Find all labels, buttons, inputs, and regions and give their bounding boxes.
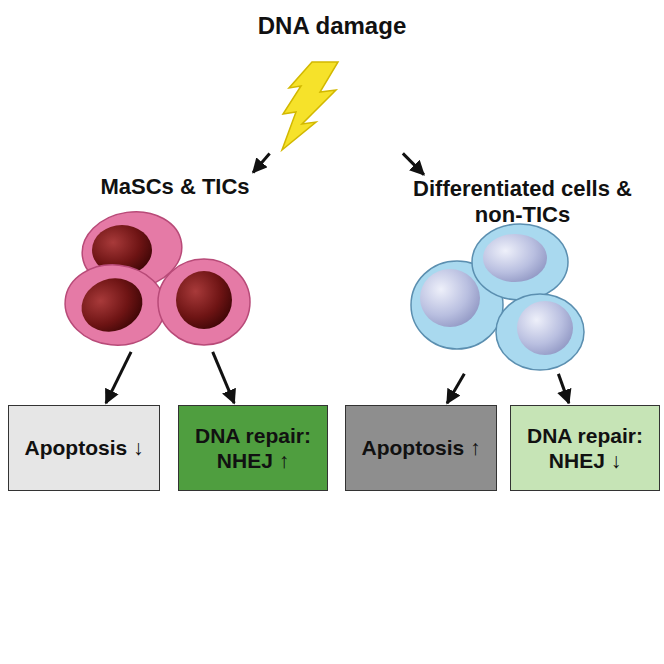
arrow-connector: [253, 154, 270, 173]
outcome-box: Apoptosis ↑: [345, 405, 497, 491]
box-label: DNA repair: NHEJ ↑: [189, 423, 317, 473]
box-label: DNA repair: NHEJ ↓: [521, 423, 649, 473]
cell-group: Differentiated cells & non-TICs: [395, 176, 650, 372]
arrow-connector: [213, 352, 235, 403]
arrow-connector: [447, 374, 464, 404]
heading-label: MaSCs & TICs: [60, 174, 290, 200]
outcome-box: Apoptosis ↓: [8, 405, 160, 491]
outcome-box: DNA repair: NHEJ ↑: [178, 405, 328, 491]
box-label: Apoptosis ↓: [25, 435, 144, 460]
cell-group: MaSCs & TICs: [60, 174, 290, 350]
lightning-bolt: [282, 62, 338, 150]
box-label: Apoptosis ↑: [362, 435, 481, 460]
outcome-box: DNA repair: NHEJ ↓: [510, 405, 660, 491]
heading-label: Differentiated cells & non-TICs: [403, 176, 643, 229]
title-node: DNA damage: [242, 12, 422, 152]
differentiated-cell-group: [411, 224, 584, 370]
arrow-connector: [403, 153, 424, 174]
heading-label: DNA damage: [242, 12, 422, 41]
arrow-connector: [106, 352, 131, 403]
stem-cell-group: [61, 205, 250, 350]
arrow-connector: [558, 374, 569, 403]
